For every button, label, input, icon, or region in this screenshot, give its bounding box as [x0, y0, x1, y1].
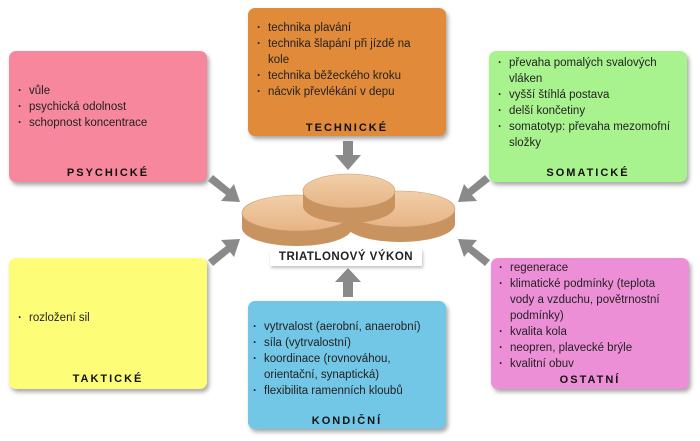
takticke-item: rozložení sil: [15, 310, 195, 326]
disc-right: [344, 190, 456, 242]
somaticke-item: delší končetiny: [495, 103, 680, 119]
somaticke-label: SOMATICKÉ: [546, 167, 630, 179]
arrow-left-down-icon: [456, 175, 490, 205]
technicke-item: technika běžeckého kroku: [254, 68, 434, 84]
psychicke-list: vůle psychická odolnost schopnost koncen…: [15, 83, 195, 131]
psychicke-item: vůle: [15, 83, 195, 99]
somaticke-item: somatotyp: převaha mezomofní složky: [495, 119, 680, 151]
takticke-list: rozložení sil: [15, 310, 195, 326]
disc-left: [241, 194, 353, 246]
somaticke-item: převaha pomalých svalových vláken: [495, 55, 680, 87]
ostatni-item: kvalita kola: [496, 324, 682, 340]
arrow-up-icon: [335, 268, 361, 298]
kondicni-label: KONDIČNÍ: [311, 415, 383, 427]
somaticke-item: vyšší štíhlá postava: [495, 87, 680, 103]
box-kondicni: vytrvalost (aerobní, anaerobní) síla (vy…: [248, 301, 446, 429]
psychicke-item: schopnost koncentrace: [15, 115, 195, 131]
arrow-right-up-icon: [208, 236, 242, 266]
kondicni-item: síla (vytrvalostní): [250, 335, 440, 351]
box-psychicke: vůle psychická odolnost schopnost koncen…: [9, 51, 207, 182]
ostatni-item: klimatické podmínky (teplota vody a vzdu…: [496, 276, 682, 324]
box-somaticke: převaha pomalých svalových vláken vyšší …: [489, 51, 687, 182]
technicke-item: technika šlapání při jízdě na kole: [254, 36, 434, 68]
technicke-item: technika plavání: [254, 20, 434, 36]
arrow-right-down-icon: [208, 175, 242, 205]
kondicni-item: koordinace (rovnováhou, orientační, syna…: [250, 351, 440, 383]
kondicni-item: flexibilita ramenních kloubů: [250, 383, 440, 399]
ostatni-label: OSTATNÍ: [559, 374, 621, 386]
arrow-left-up-icon: [456, 236, 490, 266]
somaticke-list: převaha pomalých svalových vláken vyšší …: [495, 55, 680, 151]
psychicke-item: psychická odolnost: [15, 99, 195, 115]
center-title: TRIATLONOVÝ VÝKON: [270, 249, 422, 266]
takticke-label: TAKTICKÉ: [72, 373, 144, 385]
psychicke-label: PSYCHICKÉ: [66, 167, 150, 179]
kondicni-list: vytrvalost (aerobní, anaerobní) síla (vy…: [250, 319, 440, 399]
technicke-item: nácvik převlékání v depu: [254, 84, 434, 100]
kondicni-item: vytrvalost (aerobní, anaerobní): [250, 319, 440, 335]
arrow-down-icon: [335, 141, 361, 171]
box-takticke: rozložení sil TAKTICKÉ: [9, 258, 207, 389]
ostatni-item: regenerace: [496, 260, 682, 276]
technicke-list: technika plavání technika šlapání při jí…: [254, 20, 434, 100]
box-technicke: technika plavání technika šlapání při jí…: [248, 8, 446, 136]
ostatni-list: regenerace klimatické podmínky (teplota …: [496, 260, 682, 372]
disc-top: [302, 173, 396, 223]
ostatni-item: neopren, plavecké brýle: [496, 340, 682, 356]
box-ostatni: regenerace klimatické podmínky (teplota …: [491, 258, 689, 389]
ostatni-item: kvalitní obuv: [496, 356, 682, 372]
technicke-label: TECHNICKÉ: [305, 122, 389, 134]
